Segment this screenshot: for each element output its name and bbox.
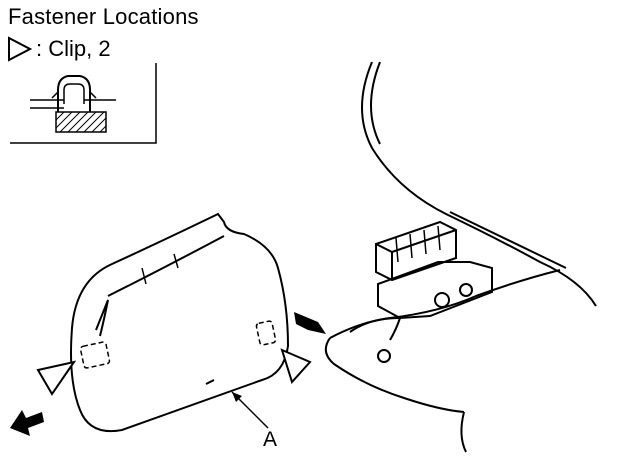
cover-panel	[70, 212, 290, 432]
panel-slots	[141, 253, 179, 285]
legend-text: : Clip, 2	[36, 36, 111, 61]
clip-location-right	[255, 320, 277, 346]
clip-marker-left	[36, 360, 77, 396]
callout-label-a: A	[263, 428, 278, 451]
bracket-ribs	[395, 225, 441, 263]
clip-detail-inset	[10, 63, 157, 144]
callout-leader-arrowhead	[232, 392, 242, 402]
clip-location-left	[79, 341, 111, 369]
diagram-title: Fastener Locations	[8, 4, 199, 29]
removal-arrow-right	[294, 312, 326, 334]
triangle-outline-icon	[8, 36, 32, 62]
removal-arrow-left	[10, 410, 44, 436]
hatch-lines	[55, 111, 107, 133]
clip-marker-right	[280, 348, 312, 384]
legend: : Clip, 2	[6, 36, 111, 62]
vehicle-body	[324, 61, 597, 453]
connector-bracket	[349, 220, 493, 363]
